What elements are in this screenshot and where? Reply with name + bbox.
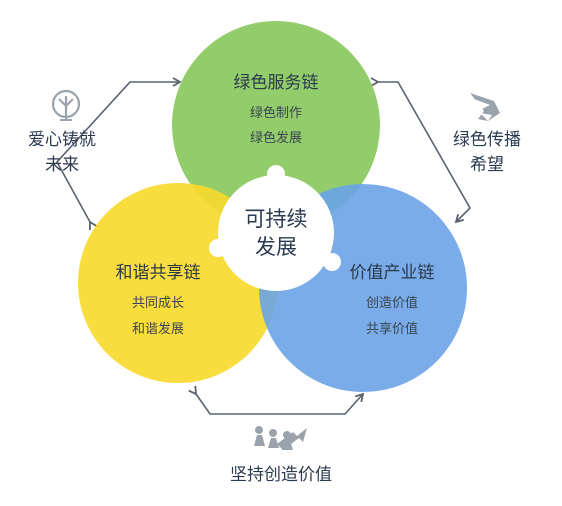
green-circle-title: 绿色服务链: [233, 73, 319, 93]
center-title-line2: 发展: [255, 235, 297, 259]
yellow-circle-title: 和谐共享链: [115, 263, 201, 283]
yellow-circle-item-1: 共同成长: [131, 296, 184, 311]
circle-green: [172, 21, 380, 229]
arrow-bottom: [188, 385, 365, 415]
right-label-line1: 绿色传播: [453, 130, 521, 150]
blue-circle-item-1: 创造价值: [365, 296, 418, 311]
yellow-circle-item-2: 和谐发展: [131, 322, 184, 337]
connector-arrows: [56, 77, 471, 415]
wing-icon: [470, 93, 500, 121]
left-label-line1: 爱心铸就: [28, 130, 96, 150]
arrow-top-right: [370, 77, 471, 224]
people-growth-icon: [254, 426, 307, 450]
green-circle-item-1: 绿色制作: [249, 106, 302, 121]
blue-circle-title: 价值产业链: [349, 263, 435, 283]
right-label-line2: 希望: [470, 155, 504, 175]
green-circle-item-2: 绿色发展: [249, 131, 302, 146]
tree-icon: [51, 89, 81, 121]
blue-circle-item-2: 共享价值: [365, 322, 418, 337]
center-title-line1: 可持续: [244, 207, 308, 231]
bottom-label: 坚持创造价值: [230, 465, 332, 485]
left-label-line2: 未来: [45, 155, 79, 175]
arrow-top-left: [56, 77, 182, 231]
center-disc: [209, 165, 341, 291]
